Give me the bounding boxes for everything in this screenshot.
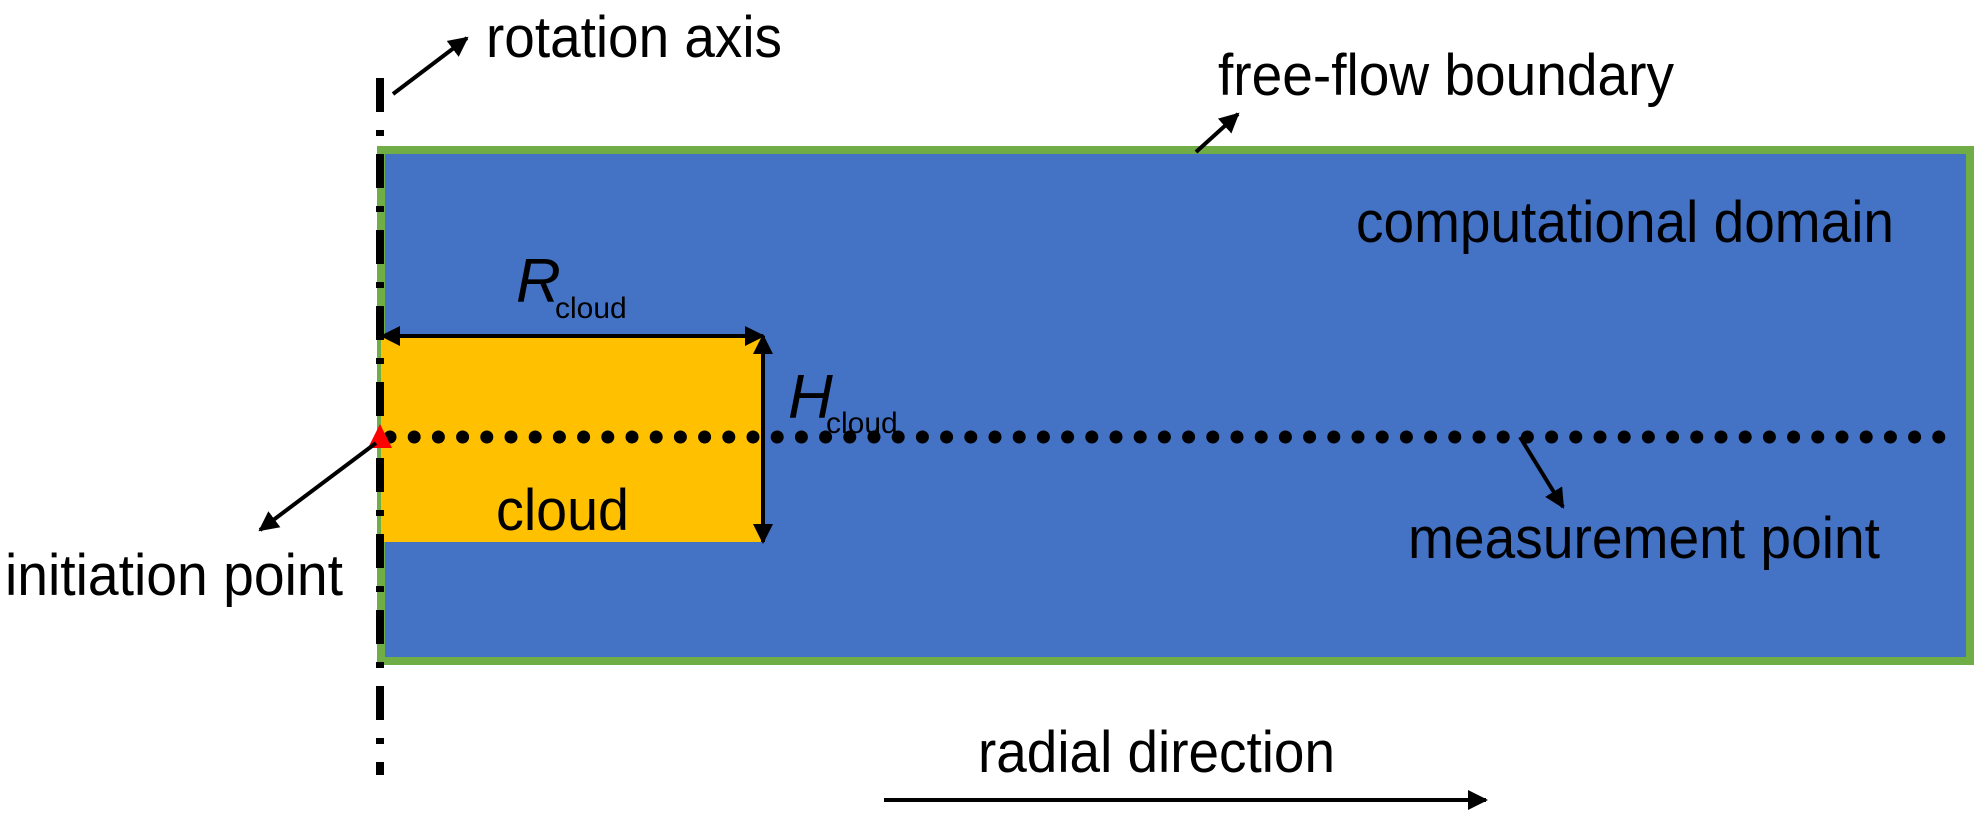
measurement-point-leader-arrow xyxy=(1518,435,1565,509)
measurement-point-label: measurement point xyxy=(1408,506,1880,571)
radial-direction-label: radial direction xyxy=(978,720,1335,785)
computational-domain-label: computational domain xyxy=(1356,190,1894,255)
free-flow-boundary-label: free-flow boundary xyxy=(1218,43,1674,108)
cloud-label: cloud xyxy=(496,478,629,543)
h-cloud-subscript: cloud xyxy=(826,407,898,440)
rotation-axis-label: rotation axis xyxy=(486,5,782,70)
initiation-point-leader-arrow xyxy=(258,441,378,532)
free-flow-boundary-leader-arrow xyxy=(1194,112,1240,154)
rotation-axis-leader-arrow xyxy=(391,36,469,96)
r-cloud-symbol: R xyxy=(516,247,561,316)
h-cloud-symbol: H xyxy=(788,363,833,432)
initiation-point-label: initiation point xyxy=(5,543,343,608)
r-cloud-subscript: cloud xyxy=(555,292,627,325)
